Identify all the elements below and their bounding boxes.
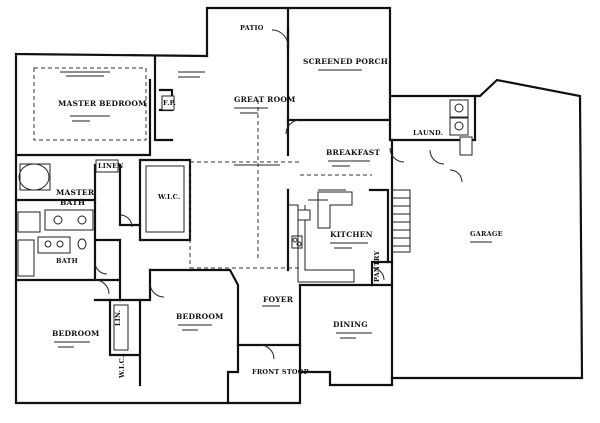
label-bedroom-left: BEDROOM: [52, 329, 100, 338]
exterior-walls: [14, 6, 584, 405]
room-labels: PATIO SCREENED PORCH MASTER BEDROOM GREA…: [52, 24, 503, 379]
garage-steps: [391, 189, 411, 253]
label-linen: LINEN: [98, 162, 123, 170]
label-bedroom-center: BEDROOM: [176, 312, 224, 321]
label-patio: PATIO: [240, 24, 264, 32]
label-wic-master: W.I.C.: [157, 193, 180, 201]
label-linen-small: LIN.: [114, 310, 122, 326]
label-laundry: LAUND.: [413, 129, 443, 137]
label-fp: F.P.: [163, 99, 176, 107]
label-dining: DINING: [333, 320, 368, 329]
label-screened-porch: SCREENED PORCH: [303, 57, 388, 66]
dimension-marks: [54, 69, 492, 348]
label-garage: GARAGE: [470, 230, 503, 238]
dashed-lines: [33, 67, 372, 269]
doors: [94, 29, 463, 360]
label-breakfast: BREAKFAST: [326, 148, 380, 157]
label-foyer: FOYER: [263, 295, 294, 304]
label-master-bedroom: MASTER BEDROOM: [58, 99, 147, 108]
label-master-bath-2: BATH: [60, 198, 85, 207]
label-pantry: PANTRY: [373, 251, 381, 282]
fixtures: [17, 95, 473, 351]
label-great-room: GREAT ROOM: [234, 95, 296, 104]
label-bath: BATH: [56, 257, 78, 265]
label-front-stoop: FRONT STOOP: [252, 368, 309, 376]
label-master-bath-1: MASTER: [56, 188, 95, 197]
label-wic-bed: W.I.C.: [118, 356, 126, 379]
label-kitchen: KITCHEN: [330, 230, 373, 239]
